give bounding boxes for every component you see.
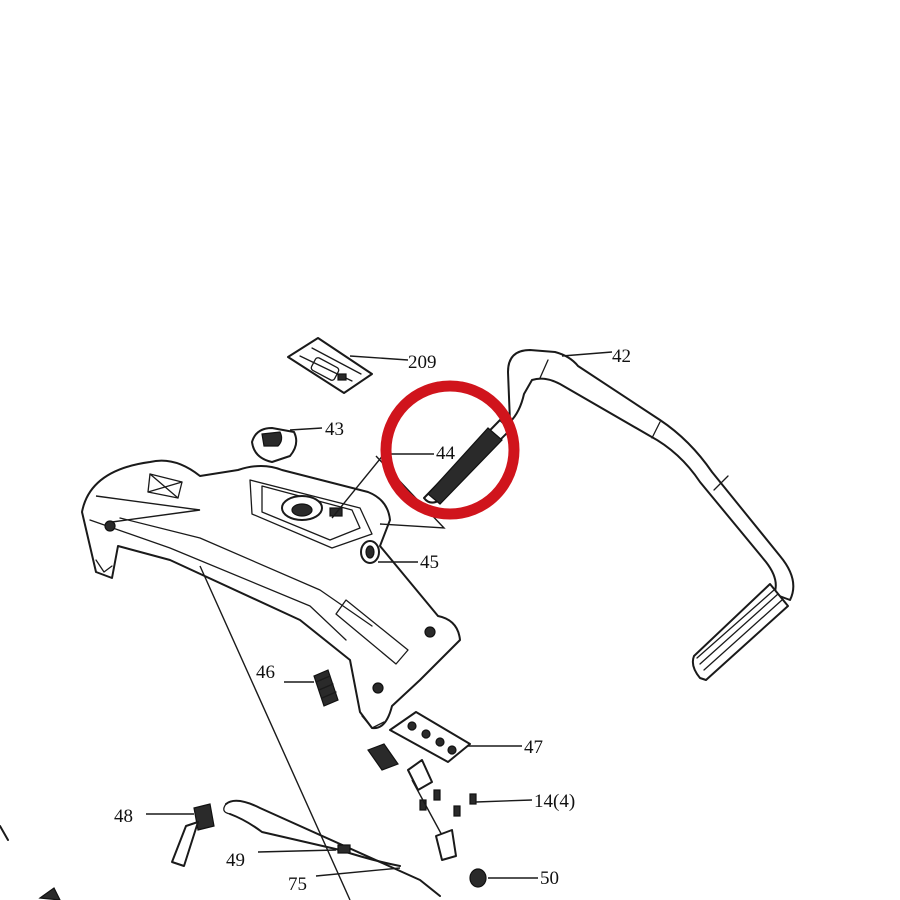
part-50-nut <box>469 868 487 888</box>
part-209-label-plate <box>287 337 373 394</box>
leader-14 <box>475 799 533 803</box>
leader-209 <box>349 355 409 361</box>
callout-48: 48 <box>114 806 133 827</box>
callout-50: 50 <box>540 868 559 889</box>
part-47-bracket <box>367 711 471 791</box>
leader-75 <box>315 867 401 877</box>
frame-leader-line <box>199 565 351 900</box>
wire-clip <box>435 829 457 861</box>
edge-fragment <box>0 825 9 841</box>
part-46-spring <box>313 669 339 707</box>
part-48-pin <box>171 803 215 867</box>
callout-75: 75 <box>288 874 307 895</box>
highlight-circle <box>380 380 520 520</box>
callout-43: 43 <box>325 419 344 440</box>
callout-44: 44 <box>436 443 456 464</box>
part-42-handlebar <box>423 349 795 681</box>
pointer-triangle-left <box>95 495 201 523</box>
part-49-cable <box>223 799 441 897</box>
callout-209: 209 <box>408 352 437 373</box>
part-45-knob <box>360 540 380 564</box>
callout-14: 14(4) <box>534 791 575 812</box>
callout-42: 42 <box>612 346 631 367</box>
callout-47: 47 <box>524 737 543 758</box>
edge-fragment-dark <box>38 887 61 900</box>
part-14-screws <box>419 789 477 817</box>
leader-49 <box>257 849 337 853</box>
leader-44b <box>331 453 385 519</box>
part-43-cap <box>251 427 298 463</box>
callout-45: 45 <box>420 552 439 573</box>
console-frame <box>81 459 461 730</box>
callout-49: 49 <box>226 850 245 871</box>
leader-43 <box>289 427 323 431</box>
leader-42 <box>561 351 613 357</box>
callout-46: 46 <box>256 662 275 683</box>
